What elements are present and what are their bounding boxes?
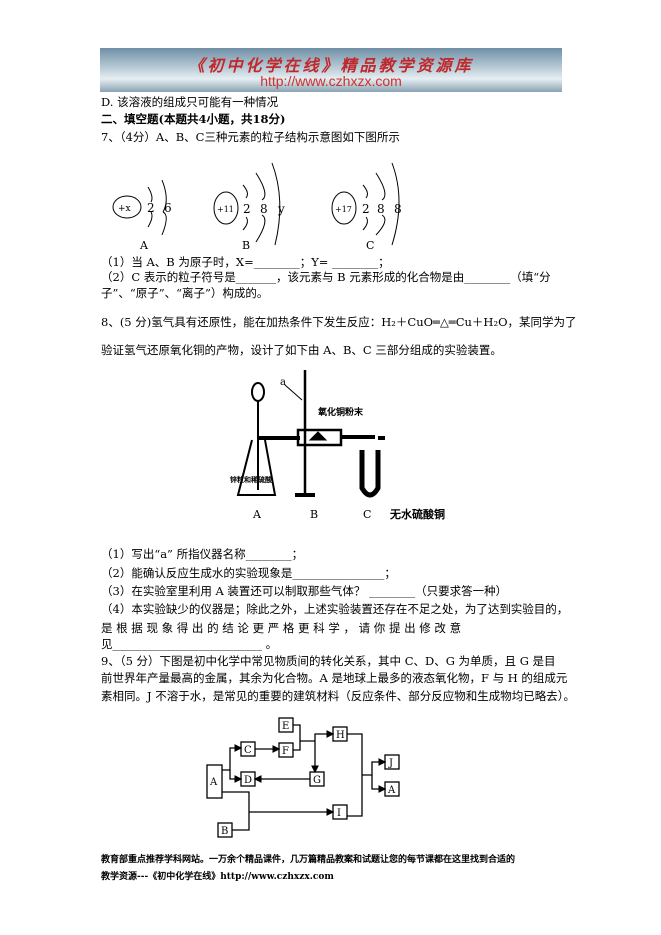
node-h: H	[336, 730, 345, 741]
atom-c	[331, 162, 400, 246]
shell-c-3: 8	[394, 202, 402, 216]
question-9-cont2: 素相同。J 不溶于水，是常见的重要的建筑材料（反应条件、部分反应物和生成物均已略…	[101, 689, 576, 703]
label-apparatus-b: B	[310, 508, 318, 521]
label-b: B	[242, 239, 250, 252]
q7-part2-cont: 子”、“原子”、“离子”）构成的。	[101, 286, 269, 300]
label-zinc: 锌粒和稀硫酸	[230, 475, 273, 484]
banner-title: 《初中化学在线》精品教学资源库	[188, 56, 474, 75]
label-cuo: 氧化铜粉末	[317, 406, 364, 418]
shell-a-2: 6	[164, 201, 172, 215]
nucleus-c: +17	[335, 205, 352, 214]
shell-b-1: 2	[243, 202, 251, 216]
atom-a	[112, 179, 167, 236]
section-heading: 二、填空题(本题共4小题，共18分)	[101, 112, 286, 126]
label-cuso4: 无水硫酸铜	[389, 507, 445, 521]
q8-part1: （1）写出“a” 所指仪器名称________；	[101, 547, 304, 561]
site-banner: 《初中化学在线》精品教学资源库 http://www.czhxzx.com	[100, 48, 562, 92]
option-d: D. 该溶液的组成只可能有一种情况	[101, 95, 279, 109]
experiment-apparatus: a 氧化铜粉末 锌粒和稀硫酸 A B C 无水硫酸铜	[230, 370, 445, 521]
label-c: C	[366, 239, 374, 252]
footer-line-2: 教学资源---《初中化学在线》http://www.czhxzx.com	[101, 872, 334, 882]
node-e: E	[282, 721, 289, 732]
question-9: 9、（5 分）下图是初中化学中常见物质间的转化关系，其中 C、D、G 为单质，且…	[101, 654, 556, 668]
shell-a-1: 2	[147, 201, 155, 215]
q7-part2: （2）C 表示的粒子符号是_______，该元素与 B 元素形成的化合物是由__…	[101, 270, 551, 284]
node-i: I	[337, 808, 341, 819]
q8-part4: （4）本实验缺少的仪器是；除此之外，上述实验装置还存在不足之处，为了达到实验目的…	[101, 602, 569, 616]
label-apparatus-c: C	[363, 508, 371, 521]
node-j: J	[388, 758, 393, 769]
nucleus-a: +x	[118, 204, 131, 214]
atom-structure-diagrams: +x 2 6 A +11 2 8 y B +17 2 8 8 C	[112, 162, 402, 252]
node-a: A	[209, 777, 218, 788]
banner-url[interactable]: http://www.czhxzx.com	[260, 73, 402, 89]
footer-line-1: 教育部重点推荐学科网站。一万余个精品课件，几万篇精品教案和试题让您的每节课都在这…	[101, 855, 516, 865]
label-apparatus-a: A	[252, 508, 262, 521]
shell-c-1: 2	[362, 202, 370, 216]
question-8: 8、(5 分)氢气具有还原性，能在加热条件下发生反应：H₂＋CuO═△═Cu＋H…	[101, 315, 577, 329]
node-c: C	[244, 745, 252, 756]
node-d: D	[244, 775, 252, 786]
nucleus-b: +11	[217, 205, 234, 214]
label-a: A	[139, 239, 149, 252]
shell-b-2: 8	[260, 202, 268, 216]
node-g: G	[313, 775, 321, 786]
q8-part3: （3）在实验室里利用 A 装置还可以制取那些气体？ ________（只要求答一…	[101, 584, 508, 598]
shell-b-3: y	[277, 202, 285, 216]
q8-part4-cont2: 见__________________________ 。	[101, 637, 278, 651]
atom-b	[213, 162, 281, 246]
question-7: 7、（4分）A、B、C三种元素的粒子结构示意图如下图所示	[101, 130, 400, 144]
q8-part2: （2）能确认反应生成水的实验现象是________________；	[101, 566, 396, 580]
question-8-cont: 验证氢气还原氧化铜的产物，设计了如下由 A、B、C 三部分组成的实验装置。	[101, 343, 502, 357]
question-9-cont: 前世界年产量最高的金属，其余为化合物。A 是地球上最多的液态氧化物，F 与 H …	[101, 671, 568, 685]
node-b: B	[221, 826, 228, 837]
node-a-output: A	[387, 785, 396, 796]
label-a-instrument: a	[280, 377, 286, 388]
conversion-flowchart: A C D E F G H I J A B	[206, 717, 400, 838]
node-f: F	[282, 746, 289, 757]
shell-c-2: 8	[377, 202, 385, 216]
q7-part1: （1）当 A、B 为原子时，X=________；Y= ________；	[101, 255, 390, 269]
q8-part4-cont: 是 根 据 现 象 得 出 的 结 论 更 严 格 更 科 学 ， 请 你 提 …	[101, 621, 462, 635]
